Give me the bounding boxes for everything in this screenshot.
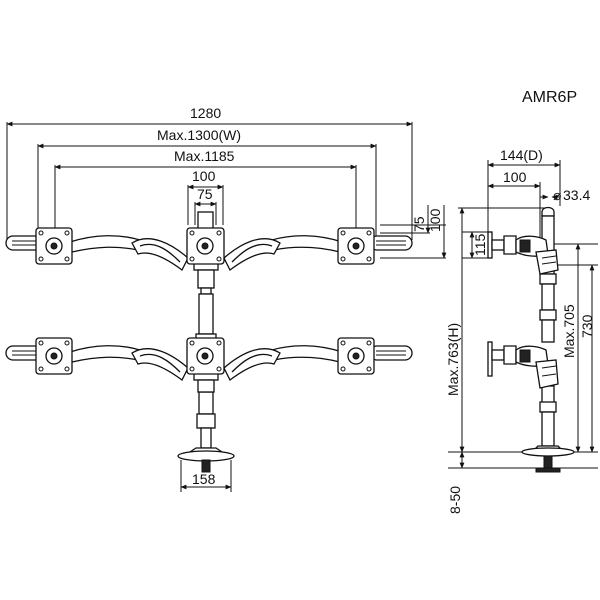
- dim-vesa-75: 75: [197, 186, 213, 202]
- dim-max-width: Max.1300(W): [157, 127, 241, 143]
- lower-vesa-right: [337, 337, 375, 375]
- dim-right-75: 75: [411, 216, 427, 232]
- dim-depth: 144(D): [500, 147, 543, 163]
- dim-depth-100: 100: [503, 169, 527, 185]
- dim-730: 730: [579, 314, 595, 338]
- dim-max-height: Max.763(H): [445, 323, 461, 396]
- dim-base: 158: [192, 471, 216, 487]
- model-label: AMR6P: [522, 89, 577, 106]
- side-upper-mount: [487, 231, 559, 275]
- dim-mid-width: Max.1185: [174, 148, 235, 164]
- lower-vesa-left: [35, 337, 73, 375]
- front-desk-base: [177, 447, 235, 473]
- side-desk-base: [521, 445, 575, 473]
- dim-right-100: 100: [427, 208, 443, 232]
- side-lower-mount: [487, 341, 559, 389]
- front-dimension-lines: [6, 121, 447, 492]
- dim-clamp: 8-50: [447, 486, 463, 514]
- dim-115: 115: [472, 233, 488, 256]
- dim-total-width: 1280: [190, 105, 221, 121]
- dim-pole: 33.4: [563, 187, 590, 203]
- dim-705: Max.705: [561, 304, 577, 358]
- upper-vesa-center: [186, 227, 225, 265]
- upper-vesa-left: [35, 227, 73, 265]
- front-extension-lines: [6, 122, 446, 259]
- upper-vesa-right: [337, 227, 375, 265]
- lower-vesa-center: [186, 337, 225, 375]
- side-dimension-lines: [459, 162, 595, 469]
- dim-vesa-100: 100: [192, 168, 216, 184]
- side-pole: [539, 206, 557, 447]
- dim-pole-diameter-symbol: ⌀: [553, 187, 561, 203]
